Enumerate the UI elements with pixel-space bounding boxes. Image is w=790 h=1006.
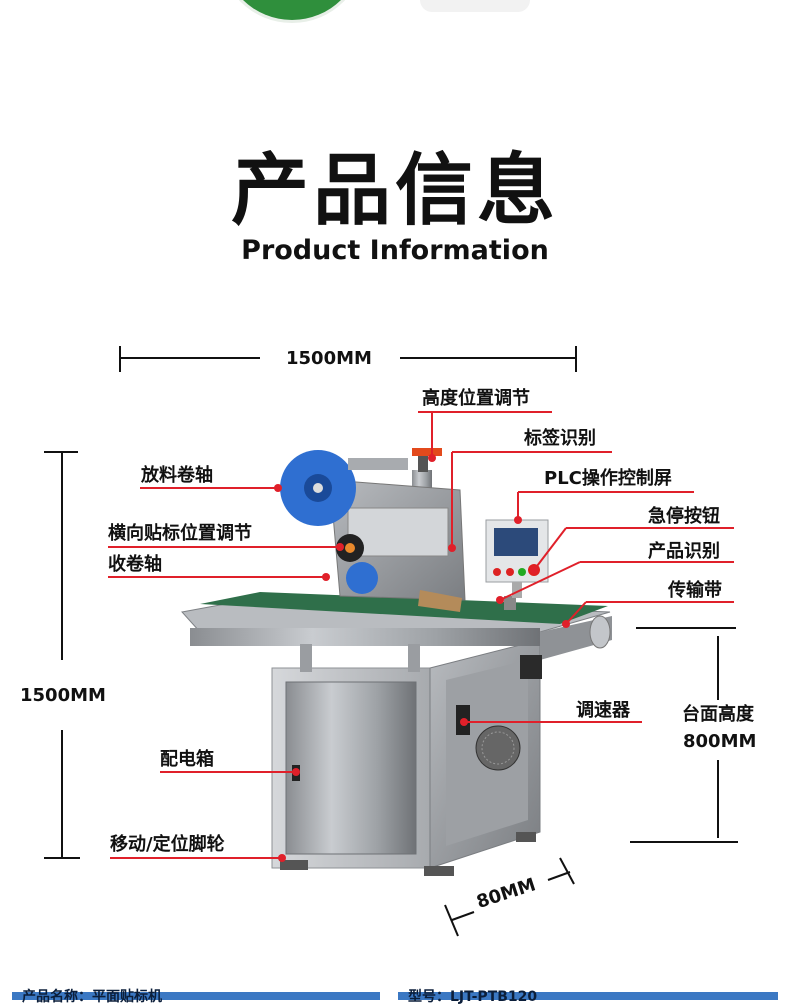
labeling-head — [280, 448, 466, 612]
width-dimension-label: 1500MM — [286, 348, 372, 369]
label-emergency-stop: 急停按钮 — [648, 506, 720, 527]
pointer-dots — [274, 454, 570, 862]
table-height-label: 台面高度 — [682, 704, 754, 725]
label-conveyor: 传输带 — [668, 580, 722, 601]
pointer-lines — [108, 411, 734, 859]
footer-left-text: 产品名称：平面贴标机 — [22, 989, 162, 1005]
footer-bar-left: 产品名称：平面贴标机 — [12, 989, 380, 1005]
table-height-value: 800MM — [683, 731, 757, 752]
conveyor-belt — [181, 592, 612, 679]
width-dimension-line — [119, 346, 577, 372]
label-plc-screen: PLC操作控制屏 — [544, 468, 672, 489]
footer-right-text: 型号：LJT-PTB120 — [408, 989, 538, 1005]
depth-dimension-line — [444, 857, 575, 937]
label-casters: 移动/定位脚轮 — [110, 834, 225, 855]
label-speed-controller: 调速器 — [576, 700, 630, 721]
logo-shadow — [420, 0, 530, 12]
table-height-dimension-line — [630, 627, 738, 843]
height-dimension-line — [44, 451, 80, 859]
cabinet — [271, 639, 541, 876]
page-subtitle: Product Information — [241, 235, 549, 266]
label-rewind-shaft: 收卷轴 — [108, 554, 162, 575]
label-label-detect: 标签识别 — [524, 428, 596, 449]
footer-bar-right: 型号：LJT-PTB120 — [398, 989, 778, 1005]
label-height-adjust: 高度位置调节 — [422, 388, 530, 409]
label-electric-box: 配电箱 — [160, 749, 214, 770]
label-unwind-shaft: 放料卷轴 — [141, 465, 213, 486]
label-horizontal-adjust: 横向贴标位置调节 — [108, 523, 252, 544]
height-dimension-label: 1500MM — [20, 685, 106, 706]
plc-panel — [485, 519, 549, 610]
label-product-detect: 产品识别 — [648, 541, 720, 562]
page-title: 产品信息 — [230, 146, 559, 236]
